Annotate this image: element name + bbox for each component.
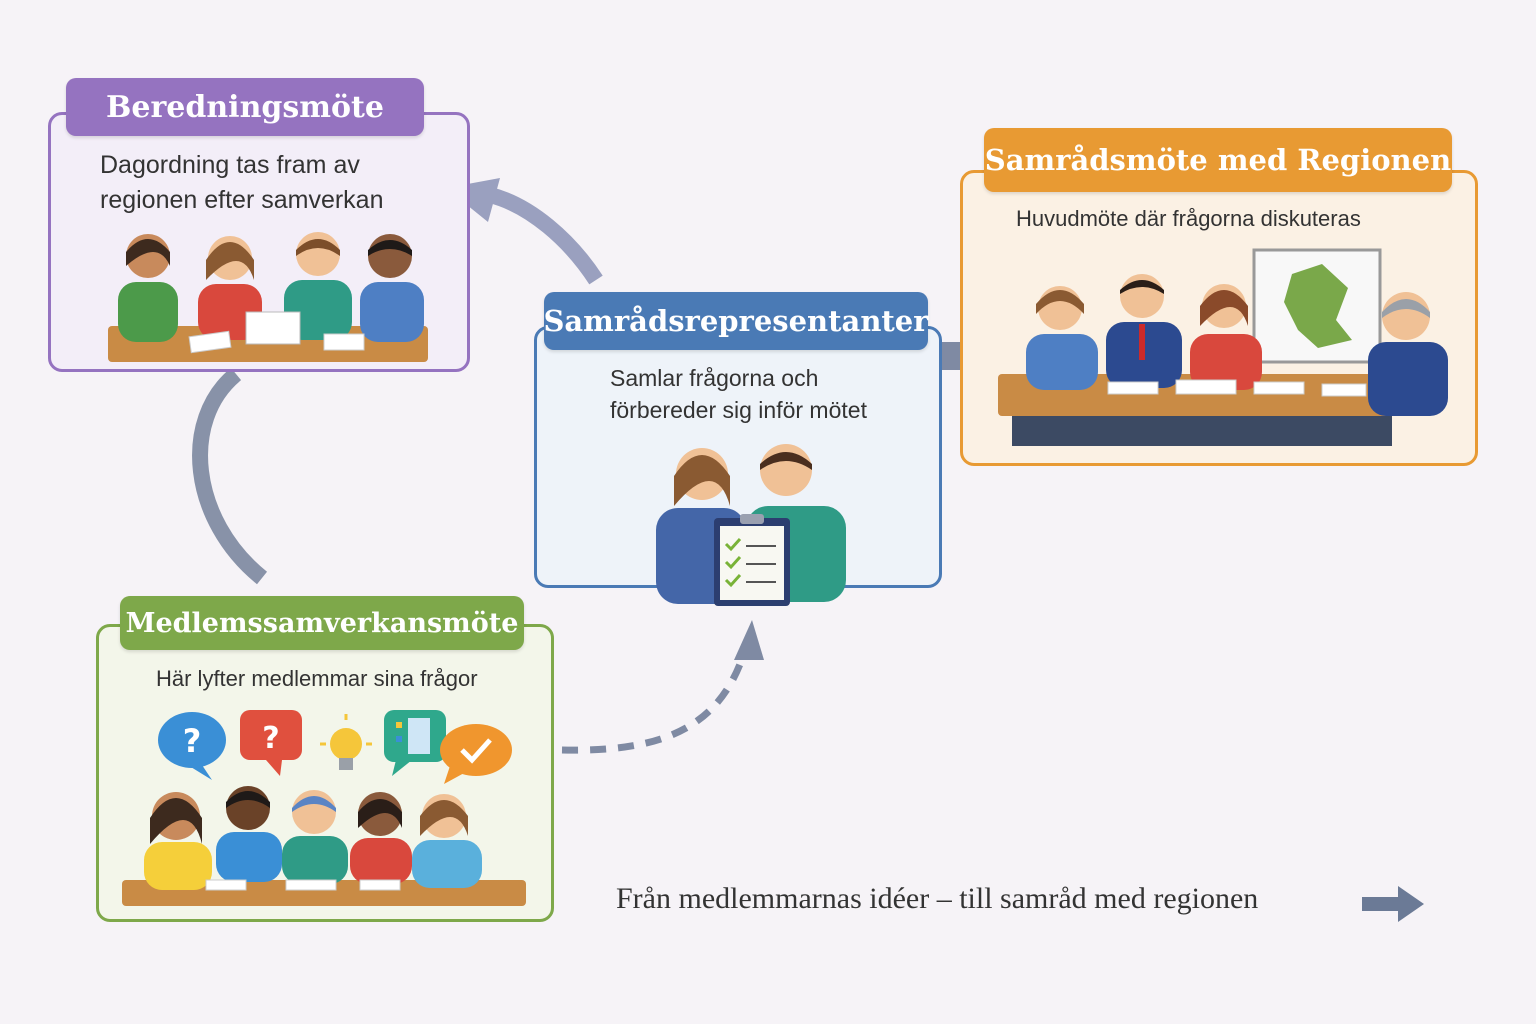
question-mark-2: ?: [262, 721, 279, 756]
person-d: [1368, 292, 1448, 416]
samradsmote-desc: Huvudmöte där frågorna diskuteras: [1016, 204, 1361, 235]
presentation-board-icon: [1252, 248, 1382, 364]
member-5: [412, 794, 482, 888]
representanter-desc-line2: förbereder sig inför mötet: [610, 397, 867, 424]
question-bubble-icon-2: ?: [240, 710, 302, 776]
medlemssamverkan-desc: Här lyfter medlemmar sina frågor: [156, 664, 478, 695]
tab-samradsmote: Samrådsmöte med Regionen: [984, 128, 1452, 192]
person-c: [1190, 284, 1262, 390]
person-1: [118, 234, 178, 342]
illustration-team-meeting: [108, 232, 428, 362]
illustration-representatives-checklist: [656, 444, 846, 606]
arrowhead-rep: [734, 620, 764, 660]
checkmark-bubble-icon: [440, 724, 512, 784]
lightbulb-icon: [320, 714, 372, 770]
medlemssamverkan-desc-line: Här lyfter medlemmar sina frågor: [156, 666, 478, 691]
clipboard-icon: [714, 514, 790, 606]
beredning-desc-line1: Dagordning tas fram av: [100, 151, 360, 179]
person-3: [284, 232, 352, 340]
samradsmote-title: Samrådsmöte med Regionen: [984, 143, 1452, 177]
question-mark-1: ?: [183, 722, 202, 760]
question-bubble-icon: ?: [158, 712, 226, 780]
member-3: [282, 790, 348, 884]
representanter-desc-line1: Samlar frågorna och: [610, 365, 819, 391]
member-4: [350, 792, 412, 884]
illustration-region-meeting: [998, 248, 1448, 446]
arrow-medlem-to-beredning: [192, 367, 268, 585]
person-b: [1106, 274, 1182, 388]
samradsmote-desc-line: Huvudmöte där frågorna diskuteras: [1016, 206, 1361, 231]
document-bubble-icon: [384, 710, 446, 776]
footer-slogan: Från medlemmarnas idéer – till samråd me…: [616, 882, 1258, 916]
arrow-medlem-to-rep: [561, 648, 749, 754]
person-4: [360, 234, 424, 342]
member-1: [144, 792, 212, 890]
beredning-title: Beredningsmöte: [106, 89, 384, 125]
beredning-desc-line2: regionen efter samverkan: [100, 186, 384, 214]
medlemssamverkan-title: Medlemssamverkansmöte: [125, 607, 519, 639]
member-2: [216, 786, 282, 882]
arrow-rep-to-beredning: [487, 187, 603, 285]
representanter-title: Samrådsrepresentanter: [543, 304, 929, 338]
beredning-desc: Dagordning tas fram av regionen efter sa…: [100, 148, 383, 218]
footer-text: Från medlemmarnas idéer – till samråd me…: [616, 882, 1259, 915]
tab-beredning: Beredningsmöte: [66, 78, 424, 136]
tab-medlemssamverkan: Medlemssamverkansmöte: [120, 596, 524, 650]
representanter-desc: Samlar frågorna och förbereder sig inför…: [610, 362, 867, 426]
tab-representanter: Samrådsrepresentanter: [543, 292, 929, 350]
person-a: [1026, 286, 1098, 390]
illustration-member-meeting: ? ?: [122, 710, 526, 906]
footer-arrow-icon: [1362, 886, 1424, 922]
